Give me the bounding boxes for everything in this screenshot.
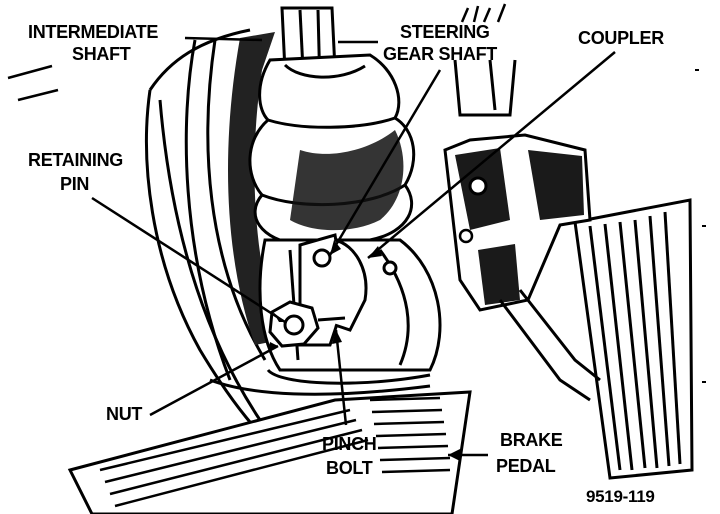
pedal-pivot-lower bbox=[458, 228, 474, 244]
leader-lines bbox=[91, 36, 616, 457]
pedal-arm bbox=[453, 59, 601, 402]
boot-shadow bbox=[290, 130, 404, 231]
pinch-bolt-nut bbox=[268, 300, 346, 348]
label-coupler: COUPLER bbox=[578, 28, 664, 48]
label-pinch-bolt: PINCH BOLT bbox=[322, 434, 381, 478]
label-retaining-pin: RETAINING PIN bbox=[28, 150, 128, 194]
brake-pedal-ribs bbox=[99, 396, 451, 508]
figure-number: 9519-119 bbox=[586, 487, 655, 506]
leader-nut bbox=[149, 344, 279, 417]
edge-ticks bbox=[695, 69, 706, 383]
panel-shading bbox=[228, 32, 280, 345]
leader-retaining-pin bbox=[91, 196, 286, 324]
leader-coupler bbox=[367, 51, 616, 259]
background-strokes bbox=[7, 3, 507, 102]
leader-intermediate-shaft bbox=[184, 36, 263, 42]
label-brake-pedal: BRAKE PEDAL bbox=[496, 430, 567, 476]
floor-base bbox=[209, 368, 431, 396]
label-nut: NUT bbox=[106, 404, 142, 424]
label-intermediate-shaft: INTERMEDIATE SHAFT bbox=[28, 22, 163, 64]
accelerator-pedal bbox=[573, 198, 694, 480]
arrowheads bbox=[268, 240, 460, 461]
label-steering-gear-shaft: STEERING GEAR SHAFT bbox=[383, 22, 497, 64]
pedal-pivot bbox=[468, 176, 488, 196]
leader-steering-gear-shaft-2 bbox=[328, 69, 442, 256]
leader-pinch-bolt bbox=[334, 329, 348, 426]
